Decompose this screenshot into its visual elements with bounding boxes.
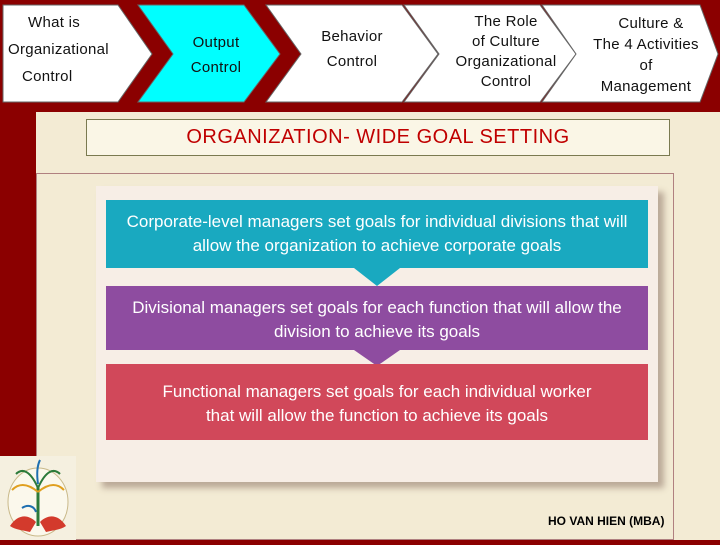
nav-tab-label: What is <box>28 14 81 31</box>
nav-tab-label: Control <box>190 59 242 76</box>
step1-line: allow the organization to achieve corpor… <box>192 236 562 255</box>
nav-tab-output-control[interactable]: Output Control <box>178 32 254 78</box>
nav-tab-label: Control <box>326 53 378 70</box>
step3-text: Functional managers set goals for each i… <box>106 380 648 428</box>
logo <box>0 456 76 540</box>
nav-tab-label: of <box>639 57 653 74</box>
nav-tab-shape-1[interactable] <box>2 4 153 103</box>
step2-line: division to achieve its goals <box>273 322 480 341</box>
nav-tab-culture-activities[interactable]: Culture & The 4 Activities of Management <box>578 14 714 97</box>
nav-tab-label: Control <box>22 68 73 85</box>
nav-tab-label: Control <box>480 73 532 90</box>
nav-tab-label: Behavior <box>321 28 383 45</box>
step2-text: Divisional managers set goals for each f… <box>106 296 648 344</box>
nav-bar: What is Organizational Control Output Co… <box>0 0 720 106</box>
hands-tree-logo-icon <box>7 459 69 537</box>
nav-tab-label: The 4 Activities <box>593 36 699 53</box>
nav-tab-label: Organizational <box>8 41 109 58</box>
nav-tab-label: of Culture <box>471 33 541 50</box>
nav-tab-label: Output <box>192 34 240 51</box>
nav-tab-shape-4[interactable] <box>403 4 577 103</box>
nav-tab-what-is-control[interactable]: What is Organizational Control <box>4 12 114 87</box>
nav-tab-shapes <box>2 4 719 103</box>
nav-tab-label: Management <box>600 78 692 95</box>
step3-line: Functional managers set goals for each i… <box>162 382 592 401</box>
slide-title-box: ORGANIZATION- WIDE GOAL SETTING <box>86 119 670 156</box>
nav-tab-behavior-control[interactable]: Behavior Control <box>310 26 394 72</box>
nav-tab-label: The Role <box>474 13 538 30</box>
step1-line: Corporate-level managers set goals for i… <box>126 212 628 231</box>
author-credit: HO VAN HIEN (MBA) <box>548 514 665 528</box>
step2-line: Divisional managers set goals for each f… <box>132 298 622 317</box>
step3-line: that will allow the function to achieve … <box>205 406 549 425</box>
step2-band <box>106 286 648 366</box>
slide-title: ORGANIZATION- WIDE GOAL SETTING <box>186 126 570 148</box>
nav-tab-shape-2[interactable] <box>137 4 281 103</box>
step3-band <box>106 364 648 440</box>
nav-tab-shape-3[interactable] <box>265 4 439 103</box>
nav-tab-shape-5[interactable] <box>541 4 719 103</box>
step1-band <box>106 200 648 286</box>
nav-tab-label: Organizational <box>455 53 557 70</box>
nav-tab-role-of-culture[interactable]: The Role of Culture Organizational Contr… <box>446 12 566 92</box>
step1-text: Corporate-level managers set goals for i… <box>106 210 648 258</box>
nav-tab-label: Culture & <box>618 15 684 32</box>
